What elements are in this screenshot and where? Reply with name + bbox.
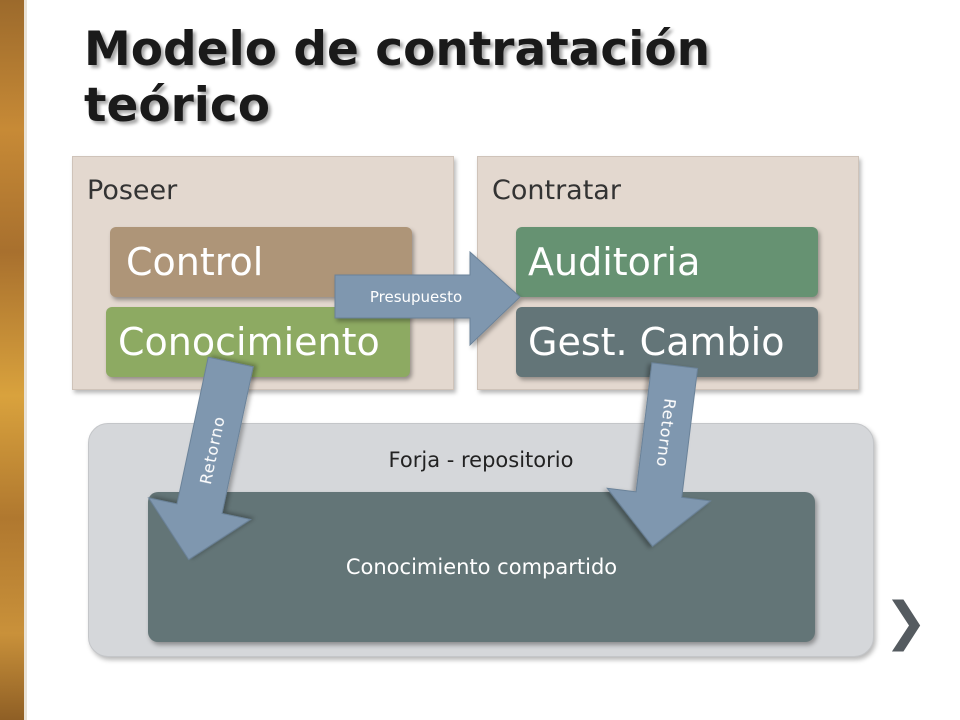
wood-border-edge: [24, 0, 27, 720]
chevron-right-icon[interactable]: ❯: [884, 592, 928, 652]
retorno-right-arrow: Retorno: [606, 362, 712, 547]
auditoria-label: Auditoria: [528, 240, 701, 284]
conocimiento-label: Conocimiento: [118, 320, 380, 364]
gest-cambio-label: Gest. Cambio: [528, 320, 785, 364]
contratar-label: Contratar: [492, 175, 621, 206]
auditoria-box: Auditoria: [516, 227, 818, 297]
presupuesto-arrow: Presupuesto: [334, 250, 521, 347]
presupuesto-label: Presupuesto: [370, 288, 462, 306]
gest-cambio-box: Gest. Cambio: [516, 307, 818, 377]
control-label: Control: [126, 240, 264, 284]
shared-knowledge-box: Conocimiento compartido: [148, 492, 815, 642]
shared-knowledge-label: Conocimiento compartido: [345, 555, 618, 579]
poseer-label: Poseer: [87, 175, 178, 206]
retorno-left-arrow: Retorno: [147, 356, 254, 561]
wood-border-decoration: [0, 0, 24, 720]
conocimiento-box: Conocimiento: [106, 307, 410, 377]
slide-title: Modelo de contratación teórico: [84, 22, 711, 133]
forja-label: Forja - repositorio: [388, 448, 574, 472]
